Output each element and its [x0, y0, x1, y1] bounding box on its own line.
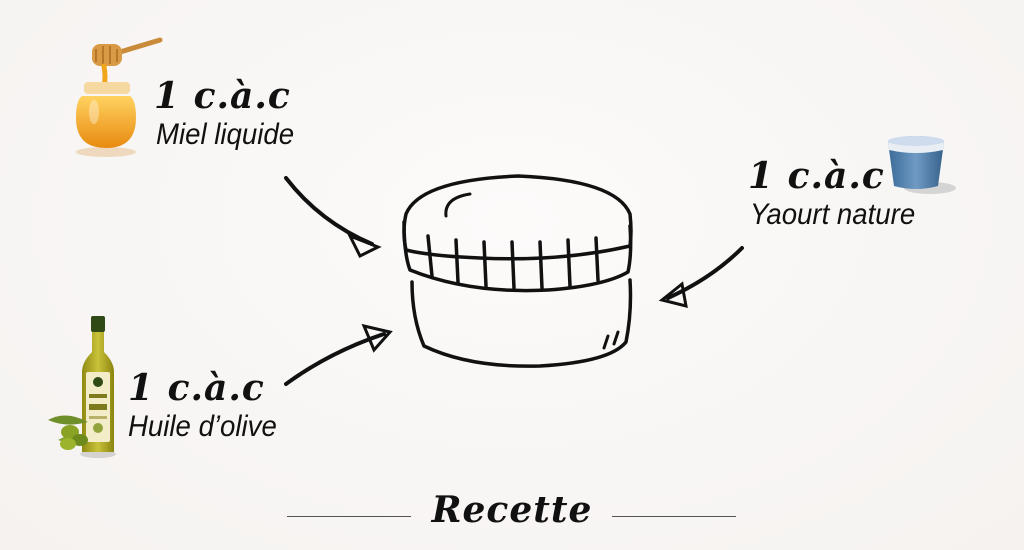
arrow-honey	[284, 176, 382, 259]
ingredient-name: Huile d’olive	[128, 410, 277, 443]
arrow-oil	[284, 323, 393, 386]
ingredient-quantity: 1 c.à.c	[748, 155, 885, 197]
honey-jar-icon	[76, 37, 163, 157]
yogurt-cup-icon	[888, 136, 956, 194]
ingredient-quantity: 1 c.à.c	[154, 75, 291, 117]
footer-title: Recette	[431, 489, 593, 531]
cream-jar-icon	[402, 174, 633, 368]
ingredient-quantity: 1 c.à.c	[128, 367, 265, 409]
footer-rule-left	[287, 516, 411, 517]
footer-rule-right	[612, 516, 736, 517]
ingredient-name: Miel liquide	[156, 118, 295, 151]
arrow-yogurt	[658, 246, 744, 309]
ingredient-name: Yaourt nature	[750, 198, 916, 231]
olive-oil-bottle-icon	[48, 316, 116, 458]
